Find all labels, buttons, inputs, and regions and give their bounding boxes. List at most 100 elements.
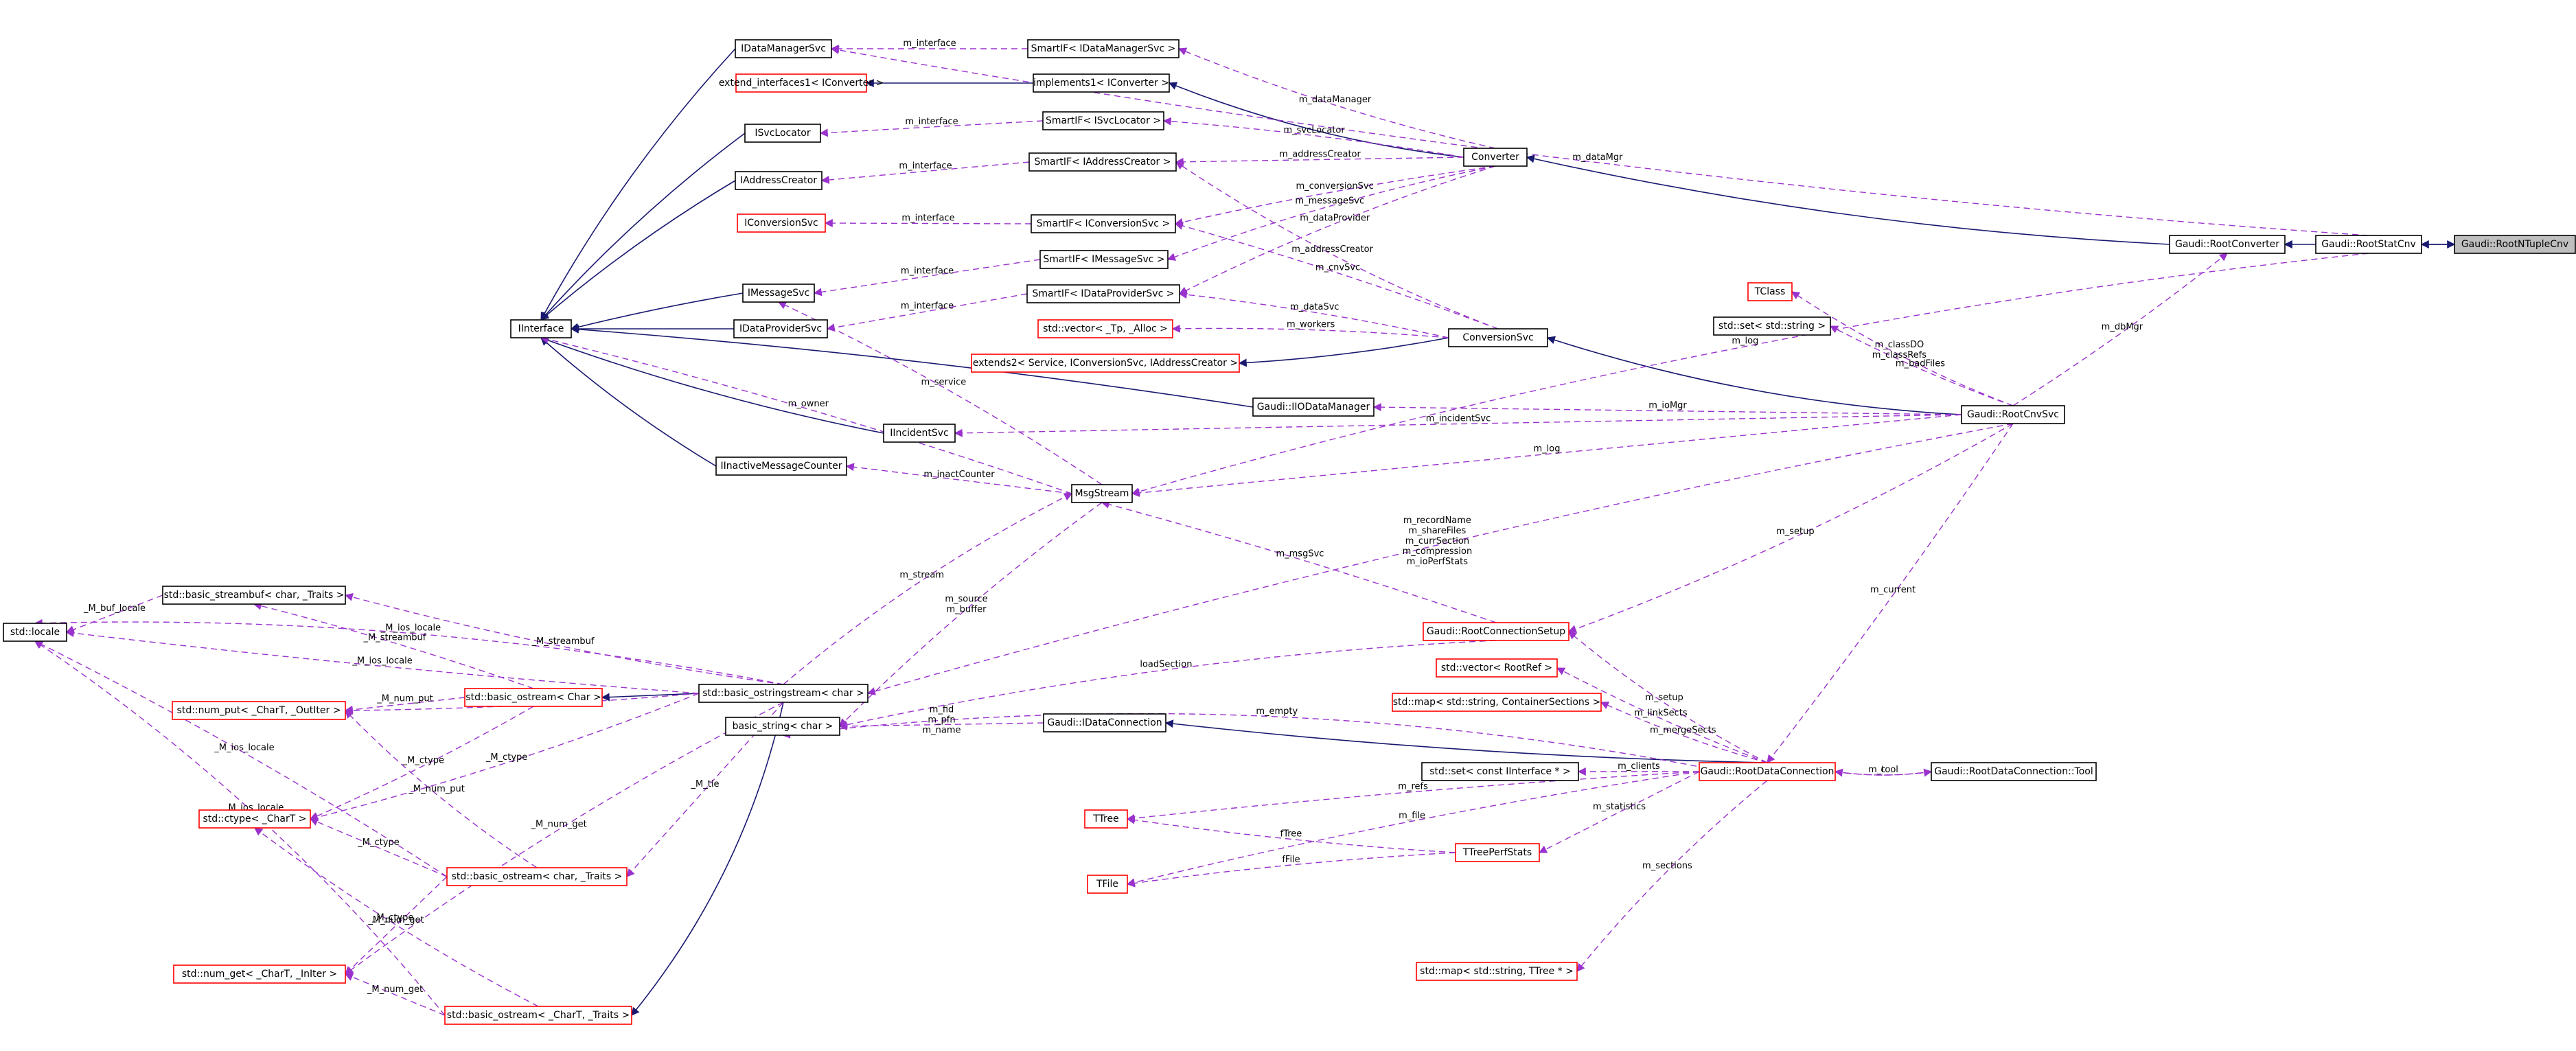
class-node-iincidentsvc[interactable]: IIncidentSvc	[883, 424, 956, 443]
class-node-label: TTreePerfStats	[1462, 847, 1532, 858]
class-node-msgstream[interactable]: MsgStream	[1071, 484, 1133, 503]
edge-label-m-inactCounter: m_inactCounter	[923, 470, 995, 480]
class-node-label: SmartIF< IMessageSvc >	[1043, 254, 1164, 265]
usage-edge-basic_ostream_char-to-basic_streambuf	[253, 601, 534, 689]
class-node-vector-rootref[interactable]: std::vector< RootRef >	[1436, 658, 1558, 678]
class-node-root-cnv-svc[interactable]: Gaudi::RootCnvSvc	[1961, 405, 2065, 424]
class-node-basic-string[interactable]: basic_string< char >	[725, 717, 840, 736]
class-node-converter[interactable]: Converter	[1463, 148, 1528, 167]
usage-edge-converter-to-smartif_imessagesvc	[1166, 165, 1496, 261]
class-node-label: std::basic_ostream< char, _Traits >	[452, 871, 623, 882]
class-node-idataprovidersvc[interactable]: IDataProviderSvc	[733, 319, 828, 338]
class-node-basic-ostream-char[interactable]: std::basic_ostream< Char >	[464, 688, 603, 707]
class-node-root-data-connection-tool[interactable]: Gaudi::RootDataConnection::Tool	[1931, 762, 2097, 781]
class-node-tfile[interactable]: TFile	[1087, 875, 1128, 894]
class-node-root-converter[interactable]: Gaudi::RootConverter	[2169, 235, 2286, 254]
class-node-ttree[interactable]: TTree	[1084, 809, 1128, 829]
usage-edge-root_cnv_svc-to-msgstream	[1131, 414, 1962, 497]
usage-edge-basic_ostringstream-to-basic_streambuf	[344, 593, 784, 685]
edge-label-M-ctype: _M_ctype	[402, 755, 444, 765]
class-node-label: Gaudi::IIODataManager	[1257, 402, 1370, 413]
class-node-label: std::locale	[10, 627, 60, 638]
class-node-iinactive-counter[interactable]: IInactiveMessageCounter	[715, 457, 847, 476]
class-node-map-container-sections[interactable]: std::map< std::string, ContainerSections…	[1392, 693, 1602, 712]
class-node-std-locale[interactable]: std::locale	[3, 623, 67, 642]
class-node-iodatamanager[interactable]: Gaudi::IIODataManager	[1252, 397, 1375, 417]
class-node-smartif-imessagesvc[interactable]: SmartIF< IMessageSvc >	[1039, 250, 1169, 269]
usage-edge-conversionsvc-to-vector_tp_alloc	[1171, 324, 1449, 338]
class-node-root-data-connection[interactable]: Gaudi::RootDataConnection	[1699, 762, 1836, 781]
usage-edge-basic_ostringstream-to-num_get	[345, 702, 784, 975]
class-node-iinterface[interactable]: IInterface	[510, 319, 572, 338]
class-node-conversionsvc[interactable]: ConversionSvc	[1448, 328, 1548, 347]
class-node-basic-ostream-traits[interactable]: std::basic_ostream< char, _Traits >	[446, 867, 628, 886]
usage-edge-root_data_connection-to-root_connection_setup	[1568, 631, 1768, 763]
edge-label-m-setup: m_setup	[1645, 693, 1683, 703]
class-node-smartif-iaddresscreator[interactable]: SmartIF< IAddressCreator >	[1028, 152, 1177, 172]
class-node-box	[742, 284, 815, 303]
class-node-label: IIncidentSvc	[890, 428, 948, 439]
class-node-box	[971, 354, 1240, 373]
class-node-vector-tp-alloc[interactable]: std::vector< _Tp, _Alloc >	[1037, 319, 1173, 338]
edge-label-M-num-put: _M_num_put	[376, 694, 433, 704]
edge-label-M-num-get: _M_num_get	[367, 984, 423, 995]
edge-label-m-refs: m_refs	[1398, 782, 1428, 792]
class-node-label: IMessageSvc	[748, 288, 809, 299]
class-node-basic-ostream-chart[interactable]: std::basic_ostream< _CharT, _Traits >	[444, 1006, 632, 1025]
class-node-ctype[interactable]: std::ctype< _CharT >	[198, 809, 311, 829]
class-node-box	[173, 965, 346, 984]
usage-edge-ttreeperfstats-to-tfile	[1126, 852, 1456, 888]
edge-label-m-conversionSvc: m_conversionSvc	[1296, 181, 1374, 192]
edge-label-m-interface: m_interface	[905, 117, 958, 127]
class-node-smartif-idataprovidersvc[interactable]: SmartIF< IDataProviderSvc >	[1026, 284, 1180, 303]
class-node-label: std::map< std::string, ContainerSections…	[1393, 697, 1600, 708]
usage-edge-msgstream-to-iinterface	[540, 335, 1072, 494]
class-node-smartif-isvclocator[interactable]: SmartIF< ISvcLocator >	[1042, 111, 1164, 130]
class-node-smartif-idatamanagersvc[interactable]: SmartIF< IDataManagerSvc >	[1027, 39, 1180, 58]
class-node-ttreeperfstats[interactable]: TTreePerfStats	[1455, 843, 1540, 862]
class-node-label: Gaudi::RootConverter	[2175, 239, 2279, 250]
class-node-isvclocator[interactable]: ISvcLocator	[744, 124, 821, 143]
class-node-label: std::num_put< _CharT, _OutIter >	[177, 705, 341, 716]
edge-label-m-current: m_current	[1870, 585, 1916, 595]
class-node-idataconnection[interactable]: Gaudi::IDataConnection	[1043, 713, 1166, 732]
class-node-implements1[interactable]: implements1< IConverter >	[1033, 73, 1170, 93]
class-node-imessagesvc[interactable]: IMessageSvc	[742, 284, 815, 303]
usage-edge-conversionsvc-to-smartif_idataprovidersvc	[1178, 290, 1449, 338]
class-node-smartif-iconversionsvc[interactable]: SmartIF< IConversionSvc >	[1031, 214, 1176, 233]
usage-edge-smartif_imessagesvc-to-imessagesvc	[813, 259, 1041, 297]
class-node-root-connection-setup[interactable]: Gaudi::RootConnectionSetup	[1423, 622, 1569, 641]
class-node-box	[1931, 762, 2097, 781]
class-node-root-ntuple-cnv[interactable]: Gaudi::RootNTupleCnv	[2454, 235, 2576, 254]
class-node-box	[1747, 282, 1793, 301]
edge-label-m-setup: m_setup	[1776, 527, 1815, 537]
class-node-box	[464, 688, 603, 707]
class-node-map-ttree[interactable]: std::map< std::string, TTree * >	[1416, 962, 1578, 981]
class-node-set-string[interactable]: std::set< std::string >	[1713, 316, 1831, 336]
class-node-root-stat-cnv[interactable]: Gaudi::RootStatCnv	[2315, 235, 2422, 254]
class-node-extend-interfaces1[interactable]: extend_interfaces1< IConverter >	[719, 73, 884, 93]
usage-edge-converter-to-smartif_idatamanagersvc	[1177, 47, 1496, 149]
class-node-box	[737, 213, 826, 233]
class-node-num-put[interactable]: std::num_put< _CharT, _OutIter >	[172, 701, 346, 720]
class-node-extends2[interactable]: extends2< Service, IConversionSvc, IAddr…	[971, 354, 1240, 373]
class-node-box	[1392, 693, 1602, 712]
class-node-label: IDataManagerSvc	[741, 43, 826, 54]
usage-edge-basic_ostream_traits-to-ctype	[309, 818, 448, 877]
edge-label-m-interface: m_interface	[901, 301, 954, 312]
edge-label-m-addressCreator: m_addressCreator	[1291, 244, 1373, 255]
class-node-box	[883, 424, 956, 443]
class-node-basic-ostringstream[interactable]: std::basic_ostringstream< char >	[698, 684, 869, 703]
class-node-idatamanagersvc[interactable]: IDataManagerSvc	[735, 39, 832, 58]
usage-edge-root_data_connection-to-tfile	[1126, 771, 1700, 887]
class-node-set-iinterface[interactable]: std::set< const IInterface * >	[1421, 762, 1579, 781]
class-node-basic-streambuf[interactable]: std::basic_streambuf< char, _Traits >	[162, 586, 346, 605]
class-node-num-get[interactable]: std::num_get< _CharT, _InIter >	[173, 965, 346, 984]
class-node-label: std::ctype< _CharT >	[203, 813, 307, 824]
edge-label-m-cnvSvc: m_cnvSvc	[1315, 263, 1360, 273]
class-node-iaddresscreator[interactable]: IAddressCreator	[735, 171, 823, 190]
class-node-tclass[interactable]: TClass	[1747, 282, 1793, 301]
class-node-label: std::set< std::string >	[1718, 321, 1826, 332]
class-node-iconversionsvc[interactable]: IConversionSvc	[737, 213, 826, 233]
